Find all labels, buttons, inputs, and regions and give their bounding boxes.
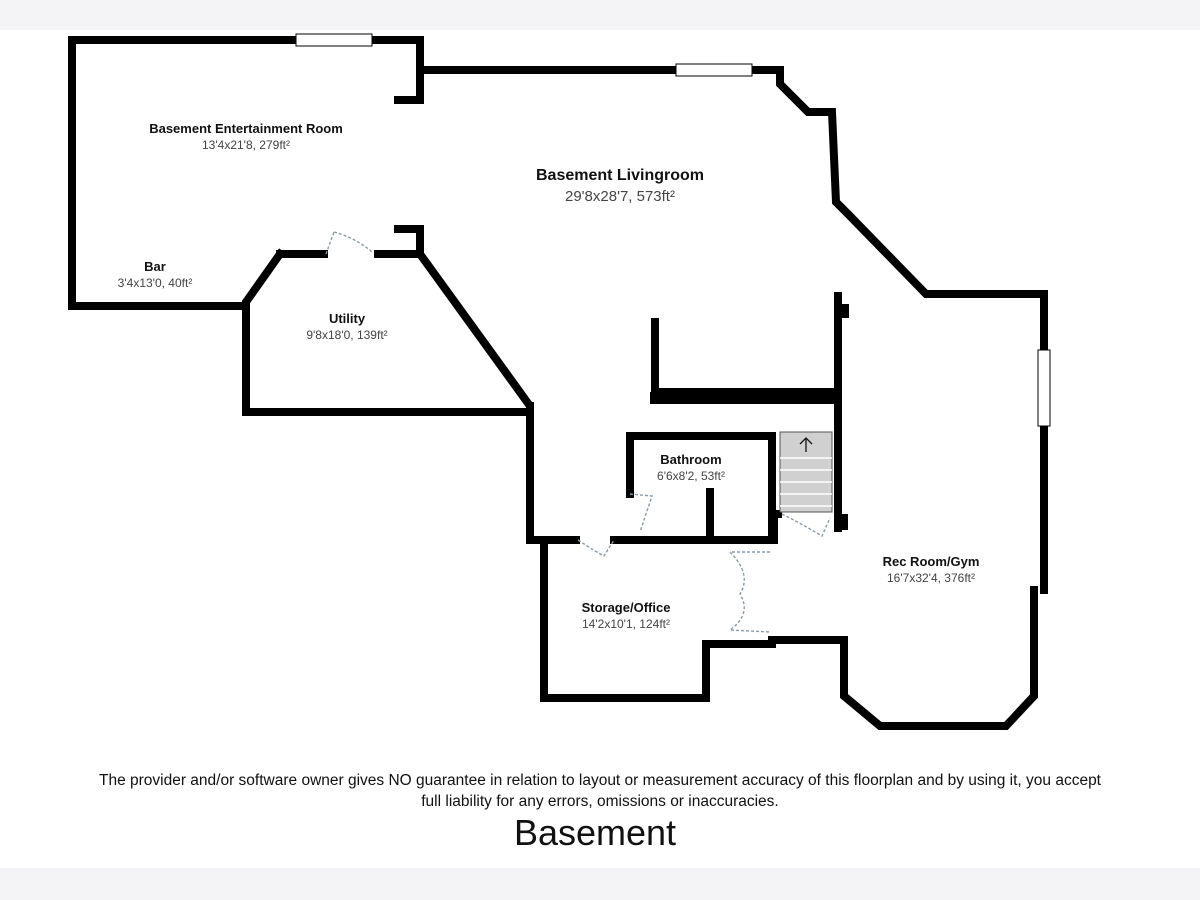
disclaimer-line: The provider and/or software owner gives… <box>98 772 1101 789</box>
door-bathroom <box>629 493 653 533</box>
wall-living-top <box>416 66 1048 594</box>
staircase <box>779 431 833 513</box>
wall-rec-bottom <box>768 586 1038 730</box>
wall-center-down <box>526 402 580 544</box>
window-living <box>675 63 753 77</box>
room-name: Bar <box>144 259 166 274</box>
room-dims: 9'8x18'0, 139ft² <box>306 328 388 342</box>
room-name: Storage/Office <box>581 600 671 615</box>
wall-storage <box>540 536 778 702</box>
wall-entertainment-divider-top <box>394 36 424 104</box>
wall-bathroom <box>626 432 776 544</box>
up-arrow-icon <box>799 437 813 452</box>
room-dims: 13'4x21'8, 279ft² <box>202 138 290 152</box>
room-bathroom: Bathroom 6'6x8'2, 53ft² <box>657 452 725 483</box>
room-name: Bathroom <box>660 452 722 467</box>
wall-stair-box-top <box>650 392 840 404</box>
door-utility <box>325 231 373 255</box>
wall-entertainment-divider-bottom <box>394 225 424 258</box>
room-dims: 14'2x10'1, 124ft² <box>582 617 670 631</box>
wall-entertainment-outer <box>68 36 424 310</box>
room-rec-gym: Rec Room/Gym 16'7x32'4, 376ft² <box>883 554 980 585</box>
pillars <box>768 304 849 542</box>
pillar-1 <box>837 304 849 318</box>
window-rec <box>1037 349 1051 427</box>
room-dims: 29'8x28'7, 573ft² <box>565 188 675 205</box>
room-name: Rec Room/Gym <box>882 554 980 569</box>
room-name: Basement Livingroom <box>535 167 705 184</box>
room-entertainment: Basement Entertainment Room 13'4x21'8, 2… <box>149 121 343 152</box>
room-dims: 3'4x13'0, 40ft² <box>117 276 193 290</box>
room-name: Basement Entertainment Room <box>149 121 343 136</box>
walls <box>68 36 1048 730</box>
door-stair <box>781 513 831 538</box>
door-storage-double <box>727 551 771 633</box>
floor-title: Basement <box>513 812 677 853</box>
door-storage <box>577 539 615 557</box>
room-utility: Utility 9'8x18'0, 139ft² <box>306 311 387 342</box>
room-name: Utility <box>328 311 366 326</box>
disclaimer: The provider and/or software owner gives… <box>0 770 1200 812</box>
windows <box>295 33 1051 427</box>
pillar-2 <box>834 514 848 530</box>
room-storage-office: Storage/Office 14'2x10'1, 124ft² <box>582 600 671 631</box>
wall-utility <box>242 248 534 416</box>
room-dims: 6'6x8'2, 53ft² <box>657 469 725 483</box>
pillar-3 <box>768 512 778 542</box>
window-entertainment <box>295 33 373 47</box>
room-dims: 16'7x32'4, 376ft² <box>887 571 975 585</box>
room-livingroom: Basement Livingroom 29'8x28'7, 573ft² <box>536 167 704 205</box>
doors <box>325 231 831 633</box>
wall-pillar-a <box>651 318 836 396</box>
disclaimer-line: full liability for any errors, omissions… <box>421 793 779 810</box>
room-bar: Bar 3'4x13'0, 40ft² <box>118 259 193 290</box>
